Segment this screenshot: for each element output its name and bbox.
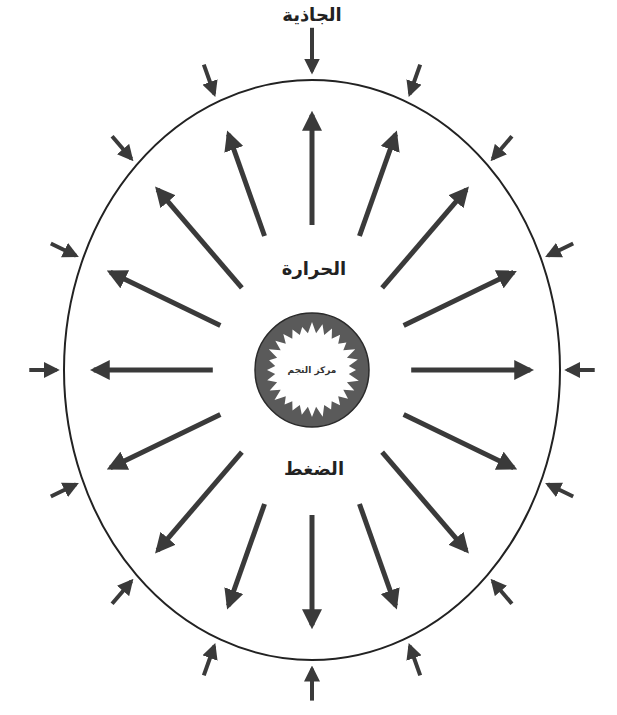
core-label: مركز النجم: [288, 365, 337, 375]
gravity-arrow: [567, 368, 594, 372]
gravity-arrow: [29, 368, 56, 372]
gravity-arrow: [112, 581, 131, 604]
gravity-arrow: [410, 65, 420, 94]
pressure-arrow: [382, 190, 466, 288]
gravity-label: الجاذية: [278, 4, 346, 25]
pressure-arrow: [382, 452, 466, 550]
gravity-arrow: [548, 484, 573, 496]
gravity-arrow: [493, 136, 512, 159]
pressure-arrow: [158, 452, 242, 550]
gravity-arrow: [204, 65, 214, 94]
pressure-arrow: [310, 515, 315, 625]
gravity-arrow: [310, 669, 314, 701]
pressure-arrow: [94, 368, 213, 373]
gravity-arrow: [51, 484, 76, 496]
pressure-arrow: [110, 414, 220, 467]
pressure-arrow: [359, 134, 395, 236]
star-core: مركز النجم: [254, 312, 370, 428]
gravity-arrow: [548, 243, 573, 255]
pressure-arrow: [228, 504, 264, 606]
pressure-arrow: [110, 272, 220, 325]
pressure-arrow: [411, 368, 530, 373]
pressure-arrow: [404, 272, 514, 325]
pressure-arrow: [158, 190, 242, 288]
gravity-arrow: [51, 243, 76, 255]
gravity-arrow: [310, 28, 314, 72]
gravity-arrow: [410, 646, 420, 675]
star-outline: [64, 80, 560, 660]
gravity-arrow: [112, 136, 131, 159]
pressure-arrow: [359, 504, 395, 606]
pressure-label: الضغط: [280, 458, 348, 479]
pressure-arrow: [310, 115, 315, 225]
gravity-arrow: [204, 646, 214, 675]
gravity-arrow: [493, 581, 512, 604]
pressure-arrow: [404, 414, 514, 467]
heat-label: الحرارة: [278, 258, 350, 279]
pressure-arrow: [228, 134, 264, 236]
